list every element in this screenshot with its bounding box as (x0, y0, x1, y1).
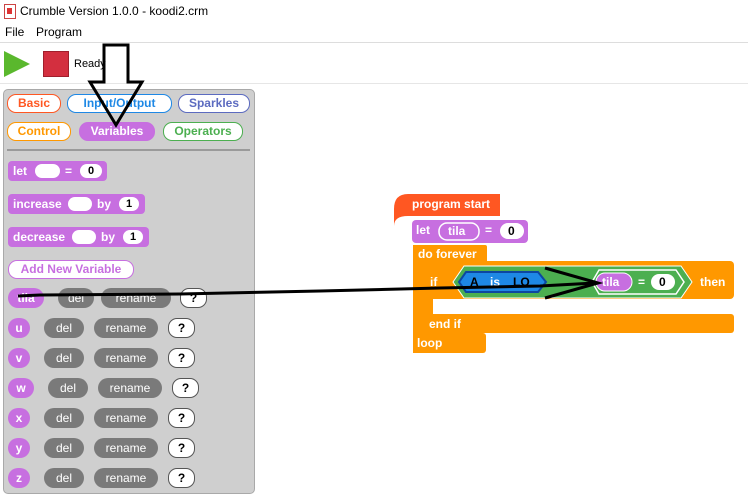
end-if-notch (433, 302, 464, 314)
cond-is: is (490, 275, 501, 289)
increase-block-by: by (97, 197, 112, 211)
rename-button[interactable]: rename (94, 318, 158, 338)
variable-y[interactable]: y (8, 438, 30, 458)
title-bar: Crumble Version 1.0.0 - koodi2.crm (0, 0, 748, 22)
let-value[interactable]: 0 (508, 224, 515, 238)
stop-button[interactable] (43, 51, 69, 77)
increase-block-label: increase (13, 197, 62, 211)
cond-value[interactable]: LO (513, 275, 530, 289)
decrease-block-label: decrease (13, 230, 66, 244)
help-button[interactable]: ? (168, 438, 195, 458)
if-label: if (430, 275, 438, 289)
let-value-pill (500, 223, 524, 239)
rename-button[interactable]: rename (98, 378, 162, 398)
help-button[interactable]: ? (172, 378, 199, 398)
program-blocks-svg (394, 194, 734, 353)
rename-button[interactable]: rename (94, 408, 158, 428)
end-if-label: end if (429, 317, 461, 331)
help-button[interactable]: ? (168, 318, 195, 338)
do-forever-label: do forever (418, 247, 477, 261)
increase-block-value[interactable]: 1 (119, 197, 139, 211)
decrease-block-by: by (101, 230, 116, 244)
menu-bar: File Program (0, 22, 748, 43)
del-button[interactable]: del (58, 288, 94, 308)
del-button[interactable]: del (44, 408, 84, 428)
palette-divider (7, 149, 250, 151)
del-button[interactable]: del (44, 468, 84, 488)
block-palette: Basic Input/Output Sparkles Control Vari… (3, 89, 255, 494)
cond-compare-value[interactable]: 0 (659, 275, 666, 289)
loop-block (413, 333, 486, 353)
rename-button[interactable]: rename (94, 468, 158, 488)
menu-file[interactable]: File (5, 25, 25, 39)
del-button[interactable]: del (44, 438, 84, 458)
variable-w[interactable]: w (8, 378, 34, 398)
app-icon (4, 4, 16, 19)
variable-z[interactable]: z (8, 468, 30, 488)
do-forever-block (413, 245, 487, 263)
help-button[interactable]: ? (168, 468, 195, 488)
del-button[interactable]: del (44, 348, 84, 368)
increase-block[interactable]: increase by 1 (8, 194, 145, 214)
window-title: Crumble Version 1.0.0 - koodi2.crm (20, 4, 209, 18)
category-basic[interactable]: Basic (7, 94, 61, 113)
category-input-output[interactable]: Input/Output (67, 94, 172, 113)
category-sparkles[interactable]: Sparkles (178, 94, 250, 113)
variable-x[interactable]: x (8, 408, 30, 428)
cond-equals: = (638, 275, 646, 289)
let-label: let (416, 223, 431, 237)
let-var-label[interactable]: tila (448, 224, 466, 238)
do-forever-arm (413, 245, 423, 353)
toolbar: Ready (0, 43, 748, 84)
status-text: Ready (74, 58, 106, 70)
add-new-variable-button[interactable]: Add New Variable (8, 260, 134, 279)
variable-u[interactable]: u (8, 318, 30, 338)
rename-button[interactable]: rename (101, 288, 171, 308)
category-control[interactable]: Control (7, 122, 71, 141)
increase-block-var-slot[interactable] (68, 197, 92, 211)
let-block-label: let (13, 164, 28, 178)
play-button[interactable] (4, 51, 30, 77)
decrease-block-value[interactable]: 1 (123, 230, 143, 244)
help-button[interactable]: ? (168, 348, 195, 368)
program-start-block (394, 194, 500, 226)
decrease-block-var-slot[interactable] (72, 230, 96, 244)
end-if-block (423, 314, 734, 333)
decrease-block[interactable]: decrease by 1 (8, 227, 149, 247)
category-operators[interactable]: Operators (163, 122, 243, 141)
let-var-pill (438, 222, 480, 241)
help-button[interactable]: ? (168, 408, 195, 428)
let-block-value[interactable]: 0 (80, 164, 102, 178)
cond-var-label[interactable]: tila (602, 275, 620, 289)
help-button[interactable]: ? (180, 288, 207, 308)
let-block-equals: = (65, 164, 73, 178)
del-button[interactable]: del (48, 378, 88, 398)
del-button[interactable]: del (44, 318, 84, 338)
program-start-label: program start (412, 197, 491, 211)
loop-label: loop (417, 336, 443, 350)
rename-button[interactable]: rename (94, 348, 158, 368)
cond-a[interactable]: A (470, 275, 479, 289)
workspace: program start let tila = 0 do forever if… (258, 84, 748, 499)
then-label: then (700, 275, 726, 289)
rename-button[interactable]: rename (94, 438, 158, 458)
menu-program[interactable]: Program (36, 25, 83, 39)
category-variables[interactable]: Variables (79, 122, 155, 141)
let-equals: = (485, 223, 493, 237)
variable-v[interactable]: v (8, 348, 30, 368)
cond-compare-pill (651, 274, 675, 290)
let-block[interactable]: let = 0 (8, 161, 107, 181)
variable-tila[interactable]: tila (8, 288, 44, 308)
let-block-var-slot[interactable] (35, 164, 60, 178)
